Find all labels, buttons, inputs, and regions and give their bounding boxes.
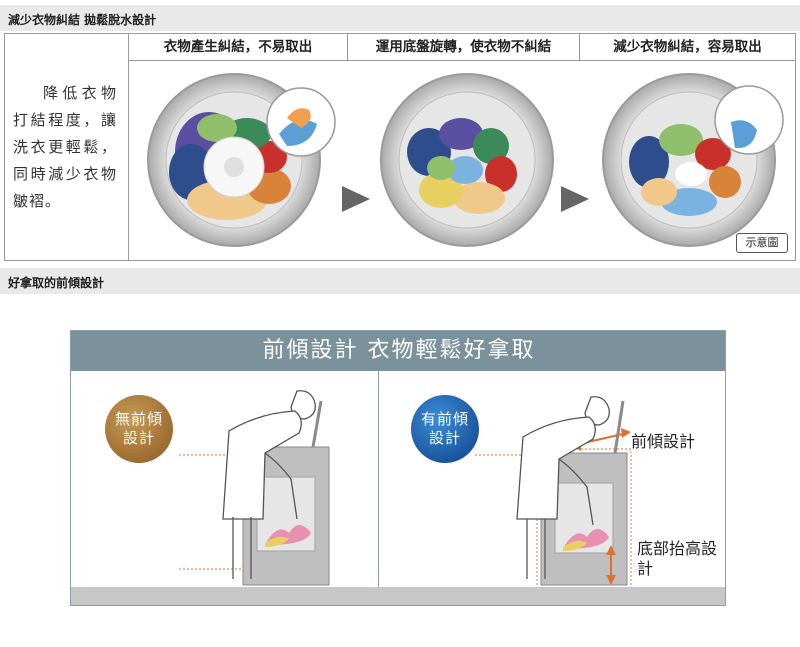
badge-no-tilt-line1: 無前傾 [114,410,163,428]
badge-with-tilt-line1: 有前傾 [420,410,469,428]
caption-step-2: 運用底盤旋轉，使衣物不糾結 [347,34,579,60]
sample-image-label: 示意圖 [736,233,788,253]
comparison-illustration [179,390,632,587]
drum-rotating [380,73,554,247]
badge-no-tilt-line2: 設計 [122,429,155,447]
description-cell: 降低衣物打結程度，讓洗衣更輕鬆，同時減少衣物皺褶。 [5,34,129,260]
tilt-design-panel: 前傾設計 衣物輕鬆好拿取 [70,330,726,606]
arrow-next-1 [342,186,370,212]
arrow-next-2 [561,186,589,212]
anti-tangle-panel: 降低衣物打結程度，讓洗衣更輕鬆，同時減少衣物皺褶。 衣物產生糾結，不易取出 運用… [4,33,796,261]
caption-step-3: 減少衣物糾結，容易取出 [579,34,795,60]
section-header-anti-tangle: 減少衣物糾結 拋鬆脫水設計 [0,5,800,31]
badge-with-tilt-line2: 設計 [428,429,461,447]
floor-strip [71,587,725,605]
badge-no-tilt: 無前傾 設計 [105,395,173,463]
drum-untangled [602,73,784,247]
section-header-tilt-design: 好拿取的前傾設計 [0,268,800,294]
description-text: 降低衣物打結程度，讓洗衣更輕鬆，同時減少衣物皺褶。 [13,84,117,210]
woman-left [222,390,316,579]
drum-tangled [147,73,336,247]
panel-divider [378,371,379,605]
drum-illustrations [147,73,784,247]
caption-step-1: 衣物產生糾結，不易取出 [163,39,313,55]
annotation-raised-base: 底部抬高設計 [637,539,723,579]
caption-row: 衣物產生糾結，不易取出 運用底盤旋轉，使衣物不糾結 減少衣物糾結，容易取出 [129,34,795,61]
annotation-tilt-design: 前傾設計 [631,432,696,452]
badge-with-tilt: 有前傾 設計 [411,395,479,463]
woman-right [516,396,610,579]
tilt-panel-title: 前傾設計 衣物輕鬆好拿取 [71,331,725,371]
